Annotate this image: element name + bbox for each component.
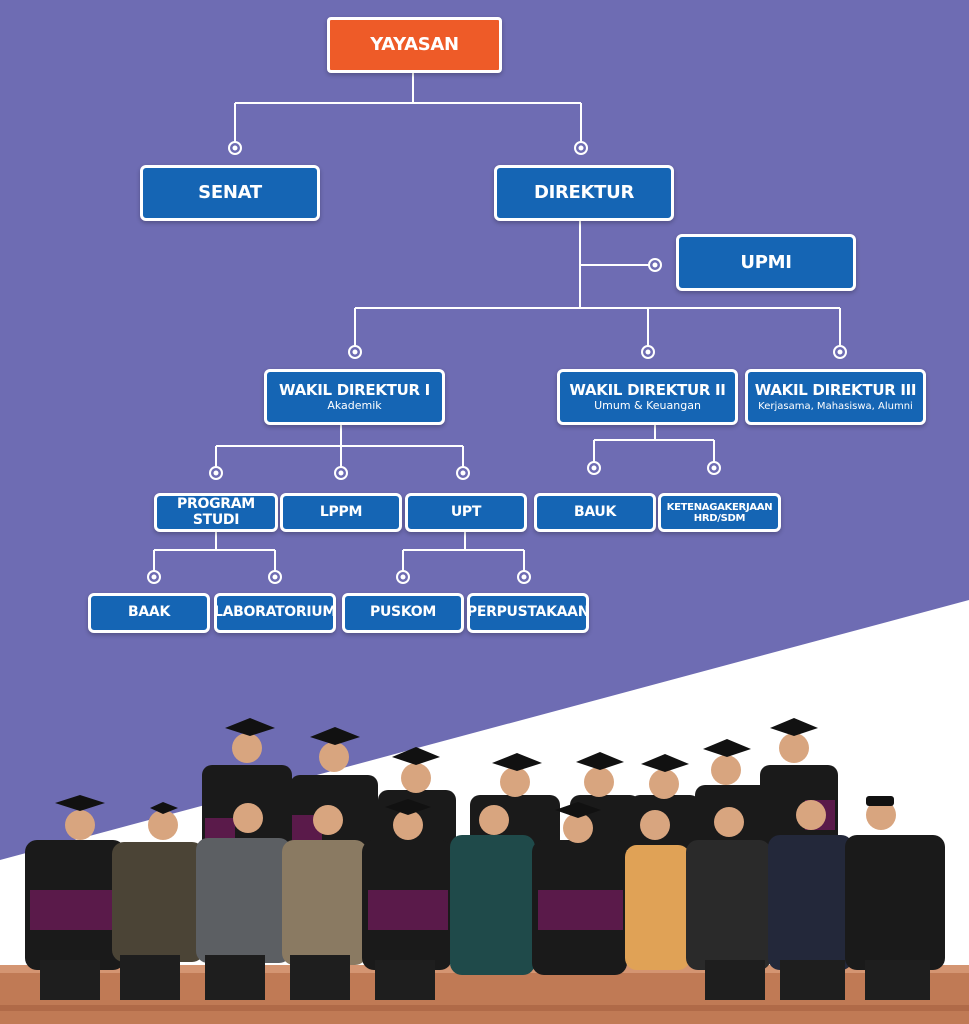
box-senat-label: SENAT	[198, 182, 262, 204]
box-perpustakaan-label: PERPUSTAKAAN	[466, 604, 590, 621]
box-ketenagakerjaan-line1: KETENAGAKERJAAN	[666, 501, 773, 513]
connector-dots	[147, 141, 847, 584]
front-row-people	[25, 795, 945, 1000]
box-bauk: BAUK	[534, 493, 656, 532]
box-puskom: PUSKOM	[342, 593, 464, 633]
box-lppm-label: LPPM	[319, 503, 363, 520]
back-row-people	[202, 718, 838, 855]
box-direktur: DIREKTUR	[494, 165, 674, 221]
box-senat: SENAT	[140, 165, 320, 221]
group-photo	[0, 718, 969, 1024]
box-wakil-direktur-3-title: WAKIL DIREKTUR III	[754, 381, 917, 400]
box-bauk-label: BAUK	[573, 503, 617, 520]
box-upt-label: UPT	[450, 503, 482, 520]
box-wakil-direktur-1-subtitle: Akademik	[327, 399, 382, 413]
box-yayasan: YAYASAN	[327, 17, 502, 73]
box-wakil-direktur-1: WAKIL DIREKTUR I Akademik	[264, 369, 445, 425]
box-wakil-direktur-2: WAKIL DIREKTUR II Umum & Keuangan	[557, 369, 738, 425]
box-ketenagakerjaan: KETENAGAKERJAAN HRD/SDM	[658, 493, 781, 532]
box-upmi: UPMI	[676, 234, 856, 291]
box-direktur-label: DIREKTUR	[533, 182, 635, 204]
box-wakil-direktur-2-title: WAKIL DIREKTUR II	[569, 380, 726, 399]
box-wakil-direktur-3-subtitle: Kerjasama, Mahasiswa, Alumni	[758, 400, 913, 412]
box-wakil-direktur-1-title: WAKIL DIREKTUR I	[279, 380, 430, 399]
box-wakil-direktur-2-subtitle: Umum & Keuangan	[594, 399, 701, 413]
box-baak: BAAK	[88, 593, 210, 633]
box-wakil-direktur-3: WAKIL DIREKTUR III Kerjasama, Mahasiswa,…	[745, 369, 926, 425]
box-puskom-label: PUSKOM	[370, 604, 436, 621]
box-program-studi: PROGRAM STUDI	[154, 493, 278, 532]
box-upt: UPT	[405, 493, 527, 532]
box-ketenagakerjaan-line2: HRD/SDM	[693, 512, 746, 524]
box-lppm: LPPM	[280, 493, 402, 532]
box-program-studi-label: PROGRAM STUDI	[177, 496, 255, 528]
box-laboratorium: LABORATORIUM	[214, 593, 336, 633]
box-upmi-label: UPMI	[740, 251, 792, 273]
box-laboratorium-label: LABORATORIUM	[214, 604, 336, 621]
box-perpustakaan: PERPUSTAKAAN	[467, 593, 589, 633]
box-baak-label: BAAK	[128, 604, 170, 621]
box-yayasan-label: YAYASAN	[370, 34, 459, 56]
